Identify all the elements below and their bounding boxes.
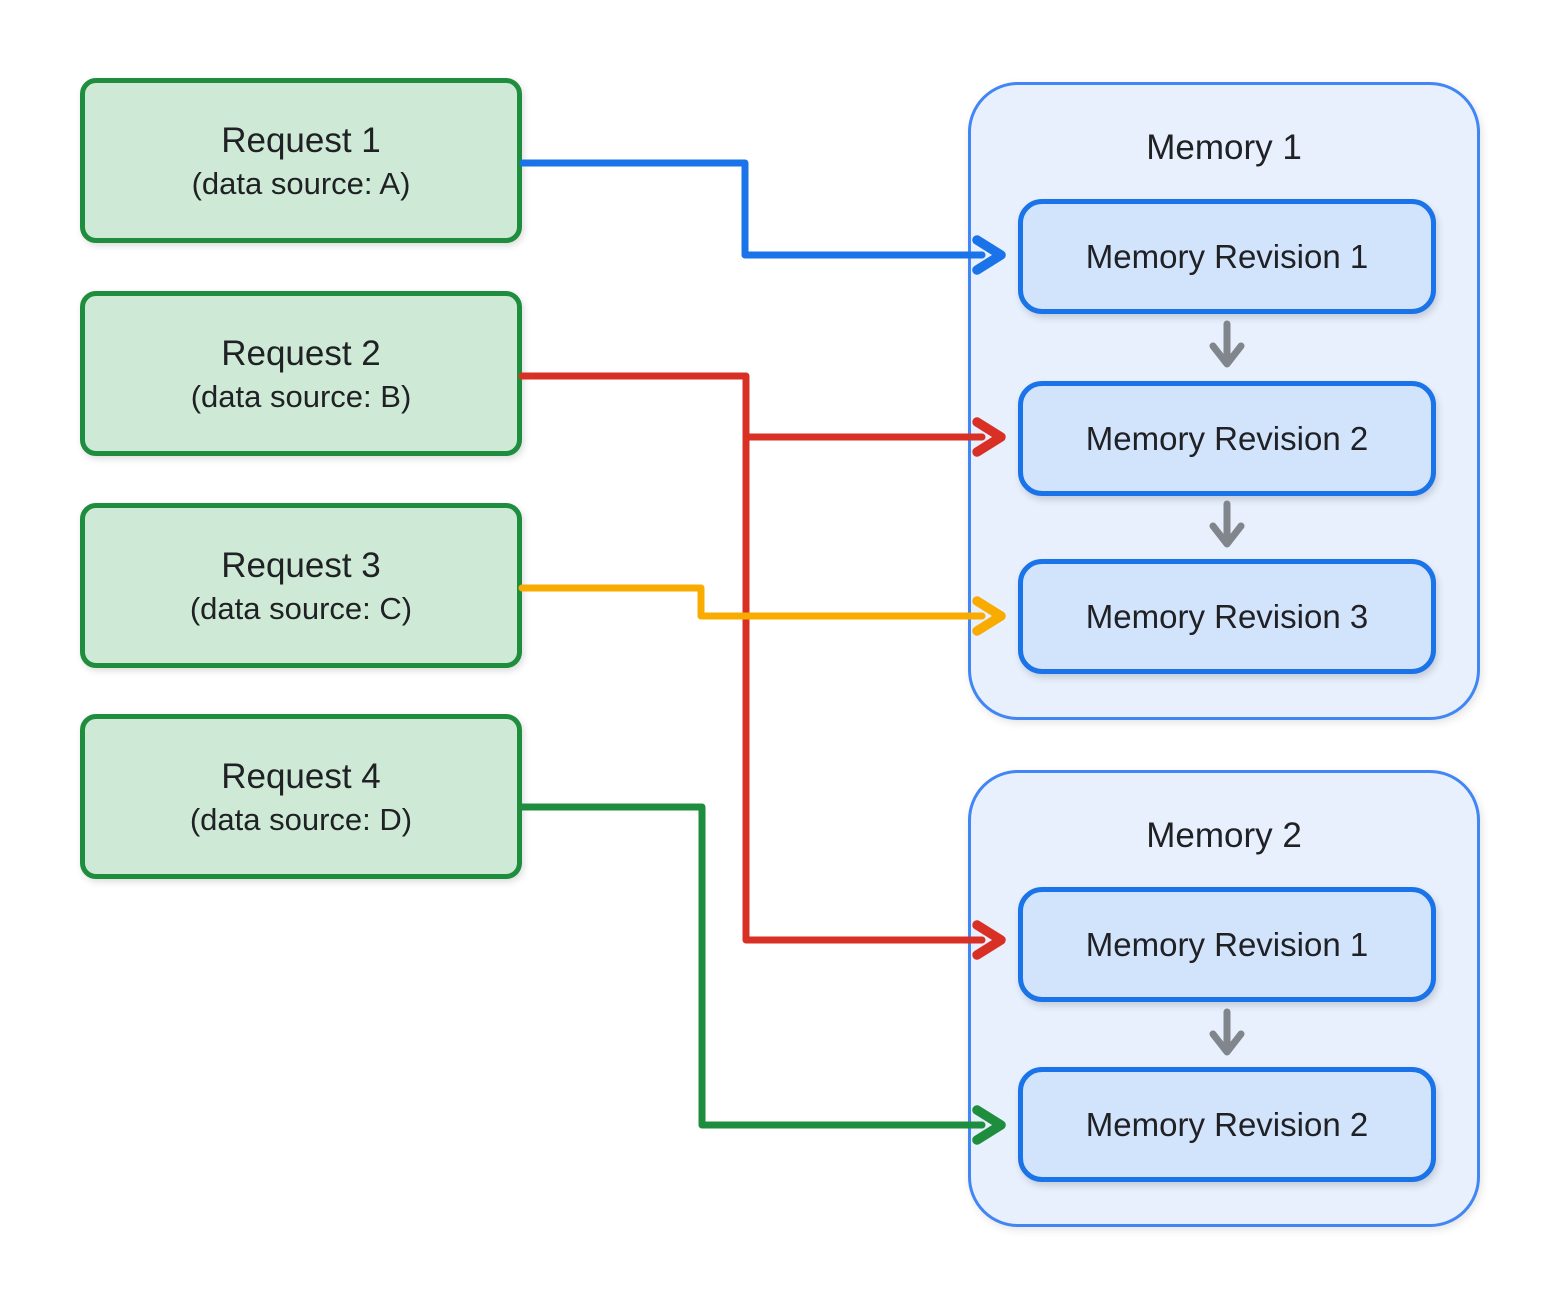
down-arrow-icon xyxy=(1209,320,1245,368)
memory-2-revision-2-box: Memory Revision 2 xyxy=(1018,1067,1436,1182)
memory-2-title: Memory 2 xyxy=(1146,816,1302,855)
memory-1-revision-1-label: Memory Revision 1 xyxy=(1085,238,1369,275)
memory-2-container: Memory 2 Memory Revision 1 Memory Revisi… xyxy=(968,770,1480,1227)
request-4-title: Request 4 xyxy=(221,756,381,796)
memory-2-revision-1-box: Memory Revision 1 xyxy=(1018,887,1436,1002)
request-1-title: Request 1 xyxy=(221,120,381,160)
down-arrow-head xyxy=(1209,522,1245,548)
request-2-title: Request 2 xyxy=(221,333,381,373)
edge-request2-to-memory1rev2-and-memory2rev1 xyxy=(518,372,1006,960)
memory-1-revision-1-box: Memory Revision 1 xyxy=(1018,199,1436,314)
memory-1-revision-3-label: Memory Revision 3 xyxy=(1085,598,1369,635)
request-3-box: Request 3 (data source: C) xyxy=(80,503,522,668)
memory-1-revision-2-label: Memory Revision 2 xyxy=(1085,420,1369,457)
memory-1-container: Memory 1 Memory Revision 1 Memory Revisi… xyxy=(968,82,1480,720)
request-1-data-source: (data source: A) xyxy=(191,165,411,201)
down-arrow-head xyxy=(1209,1030,1245,1056)
red-connector-line xyxy=(518,372,986,944)
memory-1-revision-3-box: Memory Revision 3 xyxy=(1018,559,1436,674)
down-arrow-icon xyxy=(1209,500,1245,548)
green-connector-line xyxy=(518,803,986,1129)
edge-request3-to-memory1rev3 xyxy=(518,584,1006,636)
down-arrow-head xyxy=(1209,342,1245,368)
memory-1-title: Memory 1 xyxy=(1146,128,1302,167)
request-4-data-source: (data source: D) xyxy=(189,801,413,837)
blue-connector-line xyxy=(519,159,986,259)
memory-1-revision-2-box: Memory Revision 2 xyxy=(1018,381,1436,496)
request-4-box: Request 4 (data source: D) xyxy=(80,714,522,879)
request-2-data-source: (data source: B) xyxy=(190,378,412,414)
down-arrow-icon xyxy=(1209,1008,1245,1056)
memory-2-revision-2-label: Memory Revision 2 xyxy=(1085,1106,1369,1143)
request-3-title: Request 3 xyxy=(221,545,381,585)
request-2-box: Request 2 (data source: B) xyxy=(80,291,522,456)
request-1-box: Request 1 (data source: A) xyxy=(80,78,522,243)
yellow-connector-line xyxy=(518,584,986,620)
request-3-data-source: (data source: C) xyxy=(189,590,413,626)
edge-request1-to-memory1rev1 xyxy=(519,159,1006,275)
memory-2-revision-1-label: Memory Revision 1 xyxy=(1085,926,1369,963)
edge-request4-to-memory2rev2 xyxy=(518,803,1006,1145)
